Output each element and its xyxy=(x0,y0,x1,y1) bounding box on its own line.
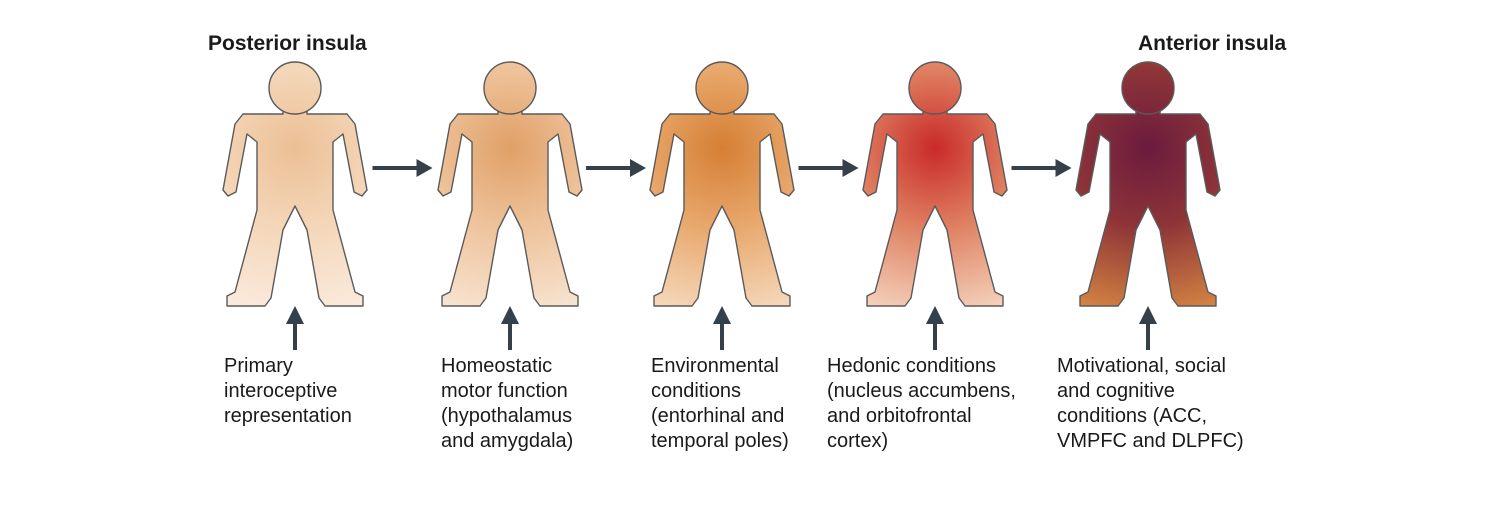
input-arrow xyxy=(1139,306,1157,350)
human-figure xyxy=(1075,61,1221,307)
caption-stage-5: Motivational, social and cognitive condi… xyxy=(1057,354,1257,454)
caption-line: conditions xyxy=(651,380,742,402)
arrows-layer xyxy=(286,159,1157,350)
figure-head xyxy=(1121,61,1175,115)
input-arrow xyxy=(926,306,944,350)
caption-line: Motivational, social xyxy=(1057,355,1226,377)
figure-body xyxy=(1075,107,1221,307)
caption-line: (hypothalamus xyxy=(441,405,573,427)
figure-head xyxy=(268,61,322,115)
caption-line: and orbitofrontal xyxy=(827,405,972,427)
human-figure xyxy=(862,61,1008,307)
caption-line: representation xyxy=(224,405,352,427)
progression-arrow xyxy=(372,159,433,177)
input-arrow xyxy=(286,306,304,350)
caption-line: and amygdala) xyxy=(441,430,574,452)
human-figure xyxy=(649,61,795,307)
human-figure xyxy=(222,61,368,307)
figures-layer xyxy=(222,61,1221,307)
human-figure xyxy=(437,61,583,307)
figure-body xyxy=(437,107,583,307)
caption-line: Homeostatic xyxy=(441,355,553,377)
caption-line: VMPFC and DLPFC) xyxy=(1057,430,1244,452)
caption-line: (entorhinal and xyxy=(651,405,785,427)
caption-line: (nucleus accumbens, xyxy=(827,380,1016,402)
figure-body xyxy=(222,107,368,307)
caption-line: motor function xyxy=(441,380,568,402)
caption-line: and cognitive xyxy=(1057,380,1175,402)
heading-anterior-insula: Anterior insula xyxy=(1138,32,1287,55)
caption-line: Hedonic conditions xyxy=(827,355,996,377)
caption-line: temporal poles) xyxy=(651,430,789,452)
caption-line: interoceptive xyxy=(224,380,338,402)
caption-stage-3: Environmental conditions (entorhinal and… xyxy=(651,354,851,454)
figure-body xyxy=(649,107,795,307)
figure-head xyxy=(483,61,537,115)
caption-stage-4: Hedonic conditions (nucleus accumbens, a… xyxy=(827,354,1027,454)
caption-stage-1: Primary interoceptive representation xyxy=(224,354,424,429)
progression-arrow xyxy=(586,159,646,177)
figure-head xyxy=(695,61,749,115)
figure-head xyxy=(908,61,962,115)
heading-posterior-insula: Posterior insula xyxy=(208,32,367,55)
caption-line: Environmental xyxy=(651,355,779,377)
caption-stage-2: Homeostatic motor function (hypothalamus… xyxy=(441,354,641,454)
caption-line: Primary xyxy=(224,355,293,377)
figure-body xyxy=(862,107,1008,307)
input-arrow xyxy=(501,306,519,350)
progression-arrow xyxy=(798,159,859,177)
input-arrow xyxy=(713,306,731,350)
progression-arrow xyxy=(1011,159,1072,177)
caption-line: cortex) xyxy=(827,430,889,452)
caption-line: conditions (ACC, xyxy=(1057,405,1208,427)
